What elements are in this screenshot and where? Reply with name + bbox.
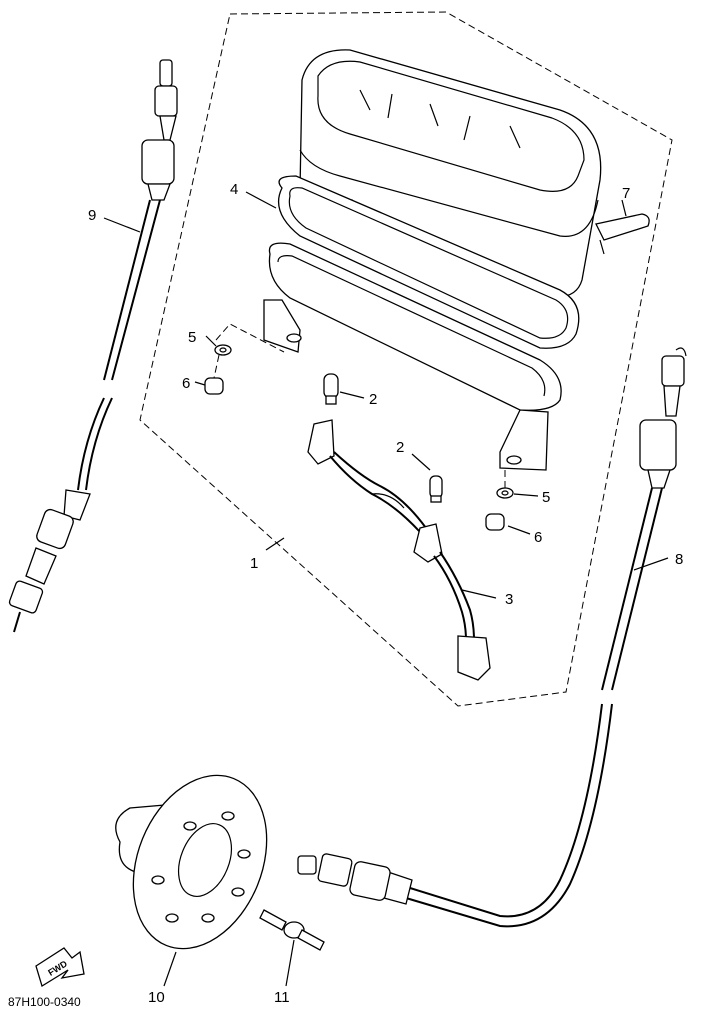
- meter-cushion: [263, 242, 562, 471]
- callout-6a: 6: [182, 375, 190, 392]
- callout-2a: 2: [369, 391, 377, 408]
- callout-5a: 5: [188, 329, 196, 346]
- callout-5b: 5: [542, 489, 550, 506]
- callout-4: 4: [230, 181, 238, 198]
- callout-8: 8: [675, 551, 683, 568]
- bulb-lower: [429, 475, 443, 503]
- gasket: [277, 175, 580, 349]
- callout-10: 10: [148, 989, 165, 1006]
- assembly-boundary: [139, 11, 673, 707]
- bulb-upper: [323, 373, 339, 405]
- cable-right: [297, 347, 687, 928]
- lamp-lead: [595, 213, 650, 255]
- meter-gear: [115, 774, 268, 950]
- callout-2b: 2: [396, 439, 404, 456]
- cable-left: [8, 59, 178, 633]
- washer-left: [214, 344, 232, 356]
- callout-7: 7: [622, 185, 630, 202]
- callout-6b: 6: [534, 529, 542, 546]
- grommet-left: [204, 377, 224, 395]
- callout-1: 1: [250, 555, 258, 572]
- callout-11: 11: [274, 989, 290, 1006]
- grommet-right: [485, 513, 505, 531]
- driven-gear-pin: [259, 909, 325, 951]
- callout-3: 3: [505, 591, 513, 608]
- callout-9: 9: [88, 207, 96, 224]
- socket-cord: [307, 419, 491, 681]
- part-code: 87H100-0340: [8, 995, 81, 1009]
- washer-right: [496, 487, 514, 499]
- fwd-arrow-icon: FWD: [35, 947, 85, 987]
